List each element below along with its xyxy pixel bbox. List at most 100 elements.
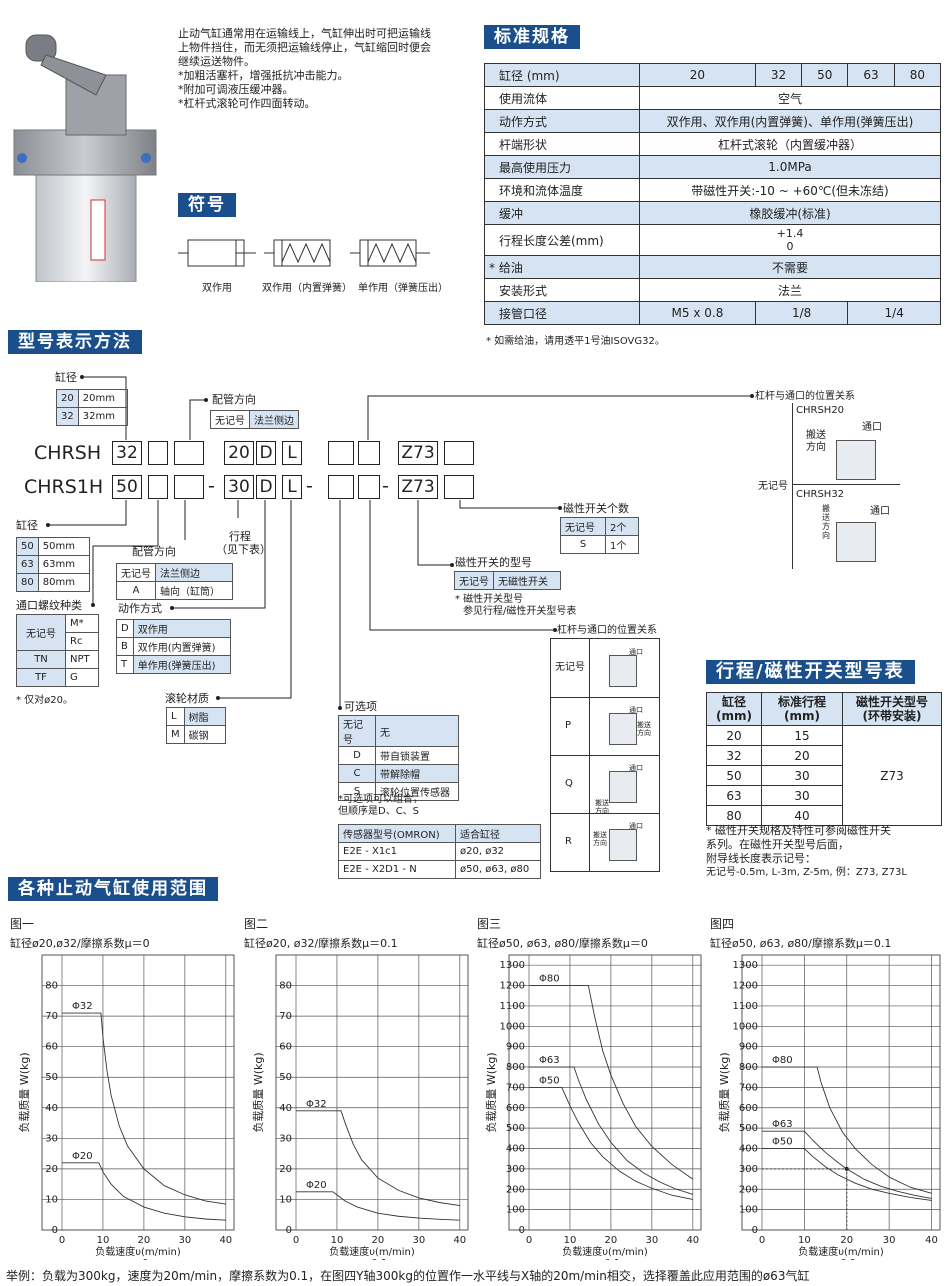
x-tick-label: 0 — [293, 1235, 299, 1246]
plot-frame — [741, 954, 941, 1231]
cell: 32mm — [77, 407, 128, 426]
code-box: D — [256, 475, 276, 499]
cell: A — [116, 581, 156, 600]
cell: 20 — [761, 745, 843, 766]
lever-pos-code: P — [565, 720, 572, 731]
model-connectors — [0, 360, 950, 720]
cell: 30 — [761, 765, 843, 786]
spec-label: 使用流体 — [484, 86, 640, 110]
model-label: CHRSH20 — [796, 405, 845, 416]
y-tick-label: 400 — [739, 1144, 758, 1155]
y-tick-label: 70 — [45, 1011, 58, 1022]
code-box: D — [256, 441, 276, 465]
y-tick-label: 300 — [506, 1164, 525, 1175]
model-code-1: CHRSH — [34, 442, 102, 464]
cell: 20mm — [77, 389, 128, 408]
spec-label: 动作方式 — [484, 109, 640, 133]
code-box-empty — [328, 475, 354, 499]
y-tick-label: 0 — [519, 1225, 525, 1236]
cell: E2E - X2D1 - N — [338, 860, 456, 879]
series-label: Φ32 — [72, 1001, 93, 1012]
lever-pos-drawing — [836, 440, 876, 480]
cell: 法兰侧边 — [155, 563, 233, 582]
cell: Rc — [65, 632, 99, 651]
cell: 轴向（缸筒） — [155, 581, 233, 600]
cell: 50 — [706, 765, 762, 786]
x-tick-label: 40 — [453, 1235, 466, 1246]
y-tick-label: 100 — [506, 1205, 525, 1216]
y-axis-label: 负载质量 W(kg) — [251, 1052, 265, 1132]
col-header: 缸径 (mm) — [706, 692, 762, 726]
y-tick-label: 1200 — [500, 981, 525, 992]
chart-title: 缸径ø50, ø63, ø80/摩擦系数μ＝0 — [477, 936, 648, 950]
cell: ø20, ø32 — [455, 842, 541, 861]
roller-title: 滚轮材质 — [165, 692, 209, 705]
cell: NPT — [65, 650, 99, 669]
chart-title: 缸径ø50, ø63, ø80/摩擦系数μ＝0.1 — [710, 936, 891, 950]
stroke-title: 行程 — [229, 530, 251, 543]
code-box-empty — [358, 441, 380, 465]
cell: 带自锁装置 — [375, 746, 459, 765]
pipe-dir-small-title: 配管方向 — [212, 393, 256, 406]
code-box-empty — [148, 475, 168, 499]
spec-label: 最高使用压力 — [484, 155, 640, 179]
col-header: 磁性开关型号 (环带安装) — [842, 692, 942, 726]
spec-cell: 1/4 — [847, 301, 941, 325]
chart-fig-label: 图一 — [10, 917, 34, 931]
x-axis-label: 负载速度υ(m/min) — [95, 1245, 181, 1258]
switch-type-table: 无记号无磁性开关 — [454, 571, 561, 590]
series-line — [762, 1148, 932, 1201]
x-axis-sublabel: μ=0 — [127, 1258, 148, 1260]
cell: 30 — [761, 785, 843, 806]
plot-frame — [508, 954, 702, 1231]
y-tick-label: 10 — [45, 1194, 58, 1205]
x-tick-label: 10 — [331, 1235, 344, 1246]
cell: 树脂 — [183, 707, 226, 726]
y-tick-label: 1000 — [500, 1021, 525, 1032]
intro-line: *附加可调液压缓冲器。 — [178, 83, 294, 96]
stroke-table-notes: * 磁性开关规格及特性可参阅磁性开关 系列。在磁性开关型号后面， 附导线长度表示… — [706, 824, 946, 880]
cell: L — [166, 707, 185, 726]
x-tick-label: 0 — [759, 1235, 765, 1246]
series-line — [762, 1130, 932, 1199]
col-header-text: 标准行程 (mm) — [777, 695, 826, 723]
y-tick-label: 800 — [506, 1062, 525, 1073]
bore-large-title: 缸径 — [16, 519, 38, 532]
flow-label: 搬送方向 — [595, 799, 609, 815]
y-tick-label: 300 — [739, 1164, 758, 1175]
cell: 传感器型号(OMRON) — [338, 824, 456, 843]
cell: TF — [16, 668, 66, 687]
cell: 50 — [16, 537, 39, 556]
spec-label: * 给油 — [484, 255, 640, 279]
series-label: Φ20 — [306, 1180, 327, 1191]
stroke-sub: （见下表） — [216, 543, 271, 556]
intro-text: 止动气缸通常用在运输线上，气缸伸出时可把运输线 上物件挡住，而无须把运输线停止，… — [178, 27, 478, 111]
cell: 无记号 — [560, 517, 606, 536]
thread-title: 通口螺纹种类 — [16, 599, 82, 612]
tolerance-plus: +1.4 — [776, 227, 804, 240]
cell: 20 — [56, 389, 79, 408]
cell: Z73 — [842, 725, 942, 826]
cell: M* — [65, 614, 99, 633]
spec-note: * 如需给油，请用透平1号油ISOVG32。 — [486, 336, 665, 347]
spec-cell: 双作用、双作用(内置弹簧)、单作用(弹簧压出) — [639, 109, 941, 133]
option-note: *可选项可以组合， — [338, 794, 423, 805]
code-box: 32 — [112, 441, 142, 465]
cell: 无记号 — [210, 410, 250, 429]
lever-pos-code: R — [565, 836, 572, 847]
y-tick-label: 0 — [752, 1225, 758, 1236]
x-axis-sublabel: μ=0.1 — [826, 1258, 857, 1260]
x-axis-label: 负载速度υ(m/min) — [329, 1245, 415, 1258]
cell: 无记号 — [16, 614, 66, 651]
y-tick-label: 0 — [52, 1225, 58, 1236]
code-box: Z73 — [398, 441, 438, 465]
series-label: Φ80 — [539, 974, 560, 985]
cell: 带解除帽 — [375, 764, 459, 783]
x-tick-label: 40 — [925, 1235, 938, 1246]
x-tick-label: 20 — [138, 1235, 151, 1246]
lever-pos-small-nomark: 无记号 — [758, 481, 788, 492]
y-tick-label: 50 — [45, 1072, 58, 1083]
